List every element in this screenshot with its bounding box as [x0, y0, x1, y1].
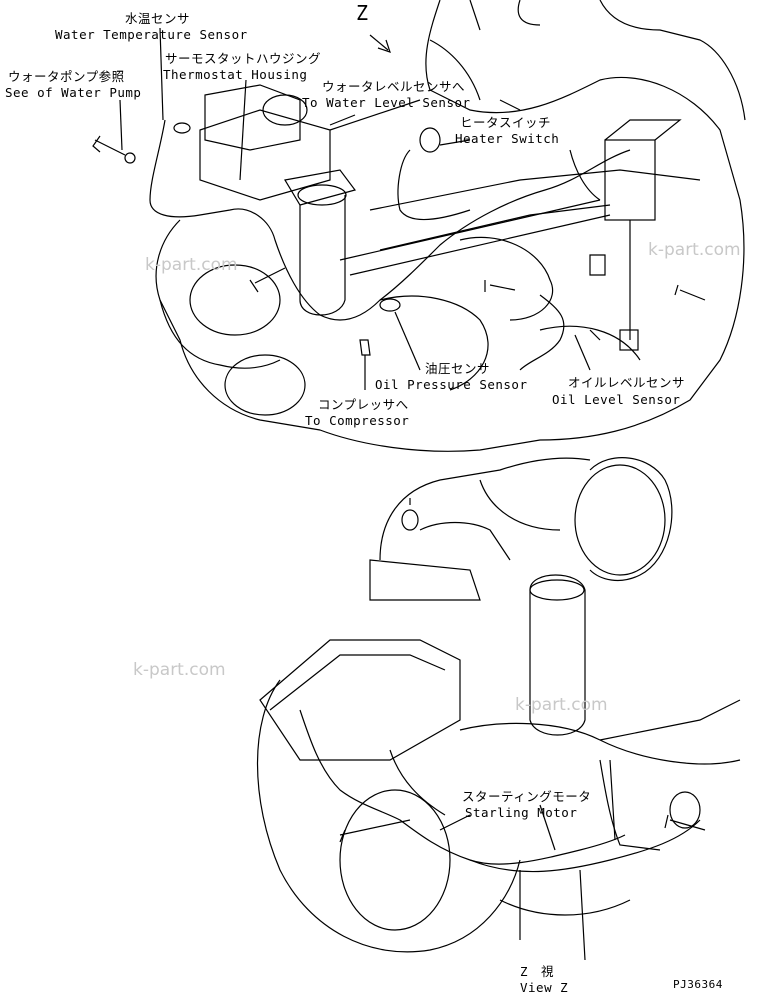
leader-lines-bottom — [439, 804, 556, 851]
view-direction-arrow — [369, 34, 391, 53]
view-z-label-jp: Z 視 — [520, 964, 555, 979]
view-z-label-en: View Z — [520, 980, 569, 995]
water-pump-label-en: See of Water Pump — [5, 85, 142, 100]
compressor-label-jp: コンプレッサへ — [318, 397, 409, 412]
watermark: k-part.com — [648, 240, 741, 260]
water-level-label-jp: ウォータレベルセンサへ — [322, 79, 466, 94]
watermark: k-part.com — [515, 695, 608, 715]
thermostat-label-en: Thermostat Housing — [163, 67, 308, 82]
watermark: k-part.com — [145, 255, 238, 275]
oil-pressure-label-en: Oil Pressure Sensor — [375, 377, 528, 392]
oil-level-label-en: Oil Level Sensor — [552, 392, 681, 407]
oil-level-label-jp: オイルレベルセンサ — [568, 375, 686, 390]
watermark: k-part.com — [133, 660, 226, 680]
water-pump-label-jp: ウォータポンプ参照 — [8, 69, 125, 84]
view-marker: Z — [356, 1, 369, 25]
starting-motor-label-jp: スターティングモータ — [462, 789, 592, 804]
heater-switch-label-en: Heater Switch — [455, 131, 560, 146]
drawing-code: PJ36364 — [673, 978, 723, 991]
leader-lines-top — [119, 27, 601, 371]
lower-engine-assembly — [257, 457, 741, 961]
water-level-label-en: To Water Level Sensor — [302, 95, 471, 110]
water-temp-label-en: Water Temperature Sensor — [55, 27, 248, 42]
oil-pressure-label-jp: 油圧センサ — [425, 361, 491, 376]
thermostat-label-jp: サーモスタットハウジング — [165, 51, 322, 66]
upper-engine-assembly — [92, 0, 746, 452]
heater-switch-label-jp: ヒータスイッチ — [460, 115, 552, 130]
water-temp-label-jp: 水温センサ — [125, 11, 191, 26]
compressor-label-en: To Compressor — [305, 413, 410, 428]
starting-motor-label-en: Starling Motor — [465, 805, 578, 820]
